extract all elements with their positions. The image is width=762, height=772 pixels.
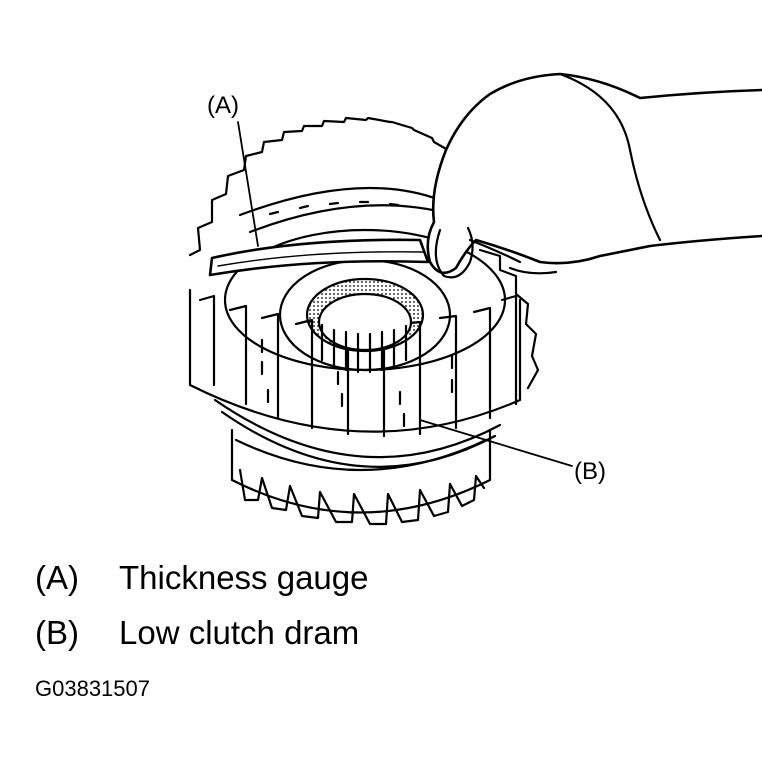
clutch-drum-illustration	[188, 72, 762, 526]
leader-line-a	[237, 121, 259, 247]
lower-gear	[230, 428, 492, 526]
leader-line-b	[419, 419, 573, 467]
legend-text-b: Low clutch dram	[119, 614, 360, 651]
clutch-drum-body	[188, 116, 540, 438]
callout-label-a: (A)	[207, 92, 239, 119]
legend-row-a: (A) Thickness gauge	[35, 560, 368, 596]
outer-ring	[213, 398, 502, 459]
legend-row-b: (B) Low clutch dram	[35, 615, 359, 651]
legend-text-a: Thickness gauge	[119, 559, 369, 596]
legend-key-b: (B)	[35, 614, 79, 651]
hand	[426, 72, 762, 279]
callout-label-b: (B)	[574, 458, 606, 485]
legend-key-a: (A)	[35, 559, 79, 596]
figure-code: G03831507	[35, 676, 150, 701]
thickness-gauge-blade	[208, 238, 430, 277]
